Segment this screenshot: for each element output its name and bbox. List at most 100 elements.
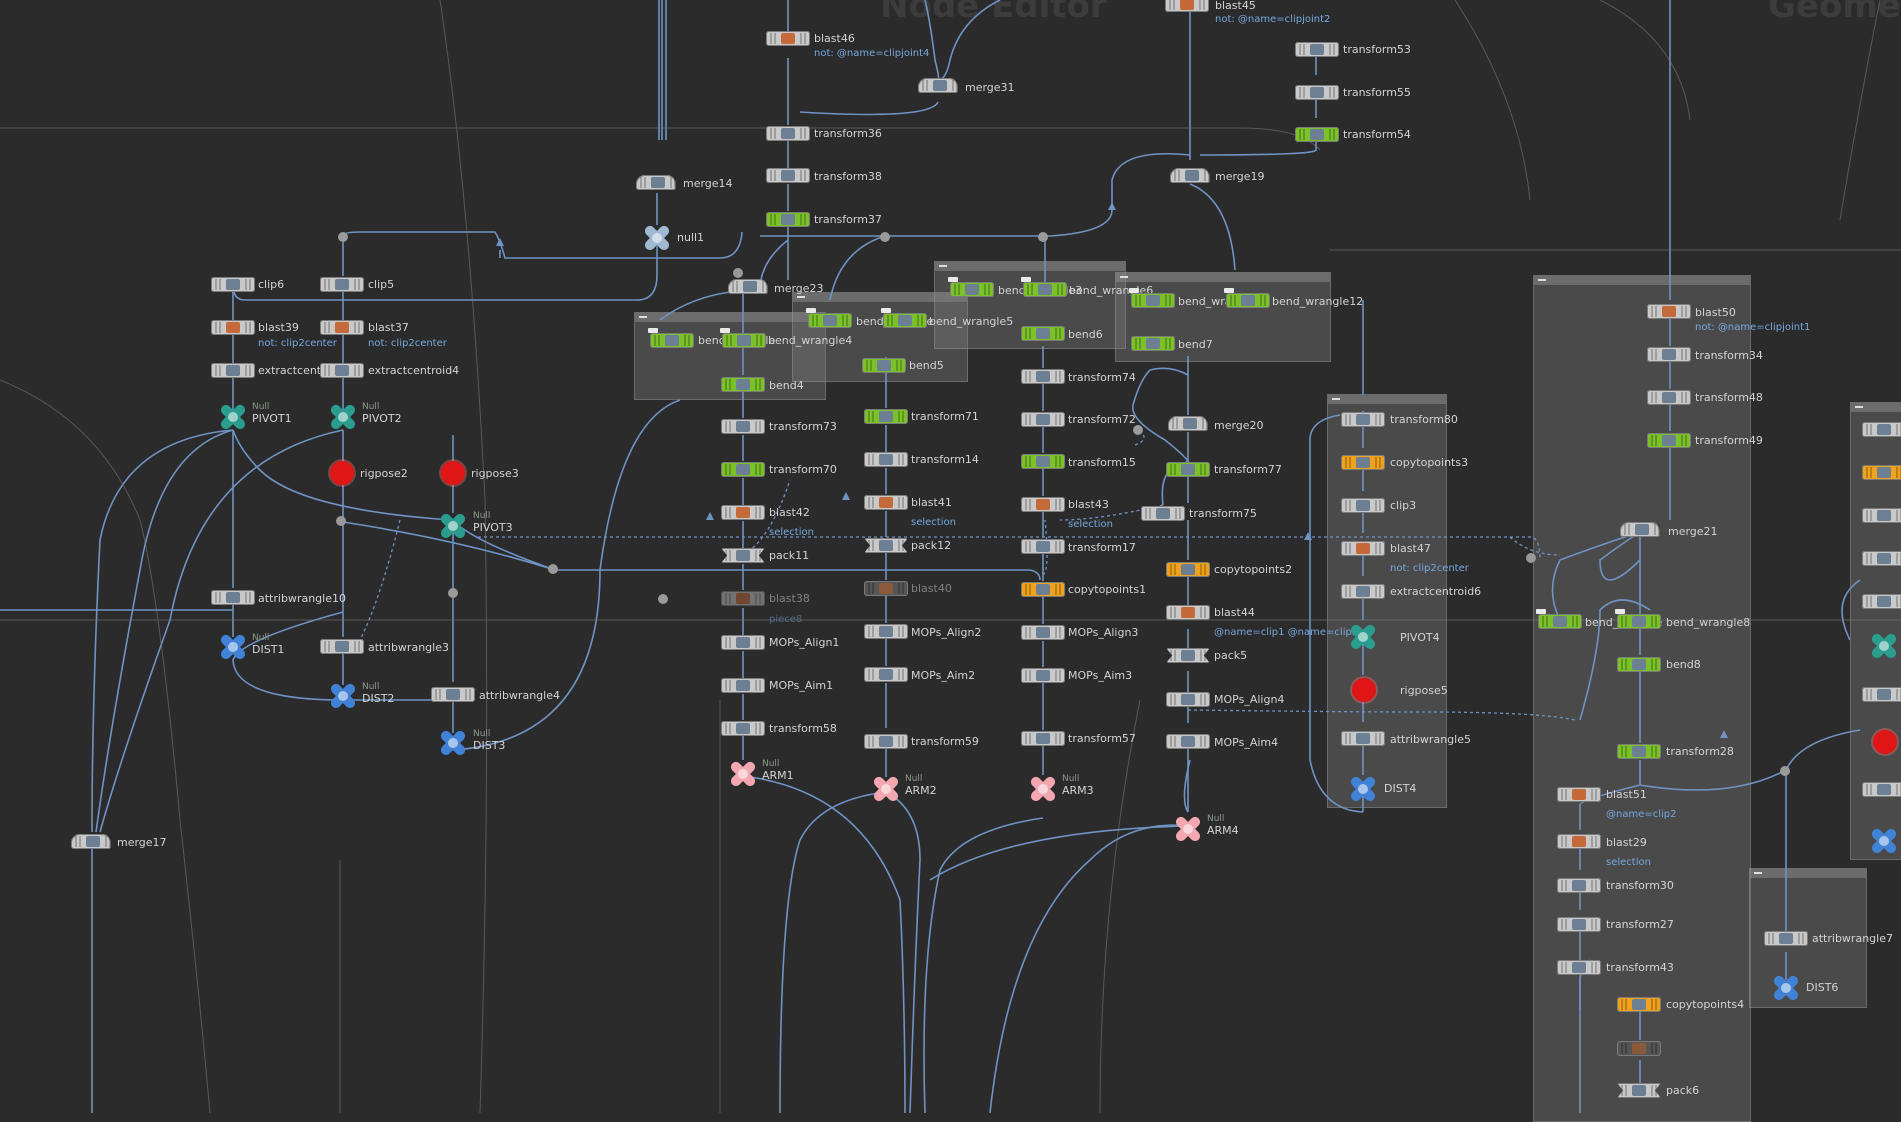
node-mops-aim2[interactable] bbox=[864, 667, 908, 682]
node-transform72[interactable] bbox=[1021, 412, 1065, 427]
node-offscreen-null[interactable] bbox=[1866, 628, 1901, 664]
wire-dot[interactable] bbox=[448, 588, 458, 598]
node-dist1[interactable] bbox=[215, 629, 251, 665]
node-merge31[interactable] bbox=[918, 78, 958, 93]
wire-dot[interactable] bbox=[338, 232, 348, 242]
node-mops-align4[interactable] bbox=[1166, 692, 1210, 707]
node-copytopoints4[interactable] bbox=[1617, 997, 1661, 1012]
node-pack12[interactable] bbox=[864, 538, 908, 553]
node-transform70[interactable] bbox=[721, 462, 765, 477]
wire-dot[interactable] bbox=[733, 268, 743, 278]
node-arm3[interactable] bbox=[1025, 771, 1061, 807]
node-bend-wrangle6[interactable] bbox=[1021, 277, 1067, 297]
node-blast-bypassed[interactable] bbox=[1617, 1041, 1661, 1056]
node-clip5[interactable] bbox=[320, 277, 364, 292]
node-bend-wrangle-d[interactable] bbox=[1129, 288, 1175, 308]
node-offscreen[interactable] bbox=[1862, 782, 1901, 797]
node-offscreen-null[interactable] bbox=[1866, 823, 1901, 859]
node-offscreen[interactable] bbox=[1862, 508, 1901, 523]
node-blast43[interactable] bbox=[1021, 497, 1065, 512]
node-copytopoints1[interactable] bbox=[1021, 582, 1065, 597]
node-rigpose5[interactable] bbox=[1352, 678, 1376, 702]
node-transform48[interactable] bbox=[1647, 390, 1691, 405]
node-attribwrangle10[interactable] bbox=[211, 590, 255, 605]
wire-dot[interactable] bbox=[548, 564, 558, 574]
node-transform74[interactable] bbox=[1021, 369, 1065, 384]
node-offscreen[interactable] bbox=[1862, 551, 1901, 566]
node-dist3[interactable] bbox=[435, 725, 471, 761]
node-mops-align2[interactable] bbox=[864, 624, 908, 639]
node-blast45[interactable] bbox=[1165, 0, 1209, 12]
node-bend-wrangle-b[interactable] bbox=[806, 308, 852, 328]
node-arm1[interactable] bbox=[725, 756, 761, 792]
node-merge20[interactable] bbox=[1168, 416, 1208, 431]
node-bend7[interactable] bbox=[1131, 336, 1175, 351]
network-box[interactable] bbox=[1533, 275, 1751, 1122]
node-offscreen[interactable] bbox=[1862, 687, 1901, 702]
node-extractcentroid4[interactable] bbox=[320, 363, 364, 378]
node-null1[interactable] bbox=[639, 220, 675, 256]
node-extractcentroid[interactable] bbox=[211, 363, 255, 378]
wire-dot[interactable] bbox=[1133, 425, 1143, 435]
node-transform17[interactable] bbox=[1021, 539, 1065, 554]
node-transform54[interactable] bbox=[1295, 127, 1339, 142]
node-blast38[interactable] bbox=[721, 591, 765, 606]
node-transform73[interactable] bbox=[721, 419, 765, 434]
node-rigpose2[interactable] bbox=[330, 461, 354, 485]
node-transform57[interactable] bbox=[1021, 731, 1065, 746]
node-transform15[interactable] bbox=[1021, 454, 1065, 469]
node-transform28[interactable] bbox=[1617, 744, 1661, 759]
node-bend4[interactable] bbox=[721, 377, 765, 392]
node-merge14[interactable] bbox=[636, 175, 676, 190]
node-dist2[interactable] bbox=[325, 678, 361, 714]
node-transform53[interactable] bbox=[1295, 42, 1339, 57]
node-dist6[interactable] bbox=[1768, 970, 1804, 1006]
node-attribwrangle4[interactable] bbox=[431, 687, 475, 702]
node-bend-wrangle8[interactable] bbox=[1615, 609, 1661, 629]
node-blast42[interactable] bbox=[721, 505, 765, 520]
node-transform27[interactable] bbox=[1557, 917, 1601, 932]
node-transform59[interactable] bbox=[864, 734, 908, 749]
node-transform14[interactable] bbox=[864, 452, 908, 467]
node-bend-wrangle-e[interactable] bbox=[1536, 609, 1582, 629]
node-mops-align3[interactable] bbox=[1021, 625, 1065, 640]
node-pack6[interactable] bbox=[1617, 1083, 1661, 1098]
wire-dot[interactable] bbox=[1780, 766, 1790, 776]
node-extractcentroid6[interactable] bbox=[1341, 584, 1385, 599]
wire-dot[interactable] bbox=[336, 516, 346, 526]
node-attribwrangle7[interactable] bbox=[1764, 931, 1808, 946]
node-mops-align1[interactable] bbox=[721, 635, 765, 650]
node-blast40[interactable] bbox=[864, 581, 908, 596]
node-blast37[interactable] bbox=[320, 320, 364, 335]
node-copytopoints3[interactable] bbox=[1341, 455, 1385, 470]
node-pivot2[interactable] bbox=[325, 399, 361, 435]
node-transform55[interactable] bbox=[1295, 85, 1339, 100]
node-dist4[interactable] bbox=[1345, 771, 1381, 807]
node-bend-wrangle5[interactable] bbox=[881, 308, 927, 328]
node-bend5[interactable] bbox=[862, 358, 906, 373]
node-bend6[interactable] bbox=[1021, 326, 1065, 341]
node-arm4[interactable] bbox=[1170, 811, 1206, 847]
node-transform38[interactable] bbox=[766, 168, 810, 183]
node-clip3[interactable] bbox=[1341, 498, 1385, 513]
node-bend-wrangle4[interactable] bbox=[720, 328, 766, 348]
node-mops-aim1[interactable] bbox=[721, 678, 765, 693]
node-blast51[interactable] bbox=[1557, 787, 1601, 802]
node-bend8[interactable] bbox=[1617, 657, 1661, 672]
node-blast44[interactable] bbox=[1166, 605, 1210, 620]
node-transform58[interactable] bbox=[721, 721, 765, 736]
node-merge19[interactable] bbox=[1170, 168, 1210, 183]
node-offscreen[interactable] bbox=[1862, 465, 1901, 480]
node-mops-aim4[interactable] bbox=[1166, 734, 1210, 749]
node-offscreen[interactable] bbox=[1862, 594, 1901, 609]
node-blast46[interactable] bbox=[766, 31, 810, 46]
node-attribwrangle5[interactable] bbox=[1341, 731, 1385, 746]
node-blast39[interactable] bbox=[211, 320, 255, 335]
node-copytopoints2[interactable] bbox=[1166, 562, 1210, 577]
node-transform75[interactable] bbox=[1141, 506, 1185, 521]
node-bend-wrangle12[interactable] bbox=[1224, 288, 1270, 308]
node-attribwrangle3[interactable] bbox=[320, 639, 364, 654]
node-merge21[interactable] bbox=[1620, 522, 1660, 537]
node-transform43[interactable] bbox=[1557, 960, 1601, 975]
